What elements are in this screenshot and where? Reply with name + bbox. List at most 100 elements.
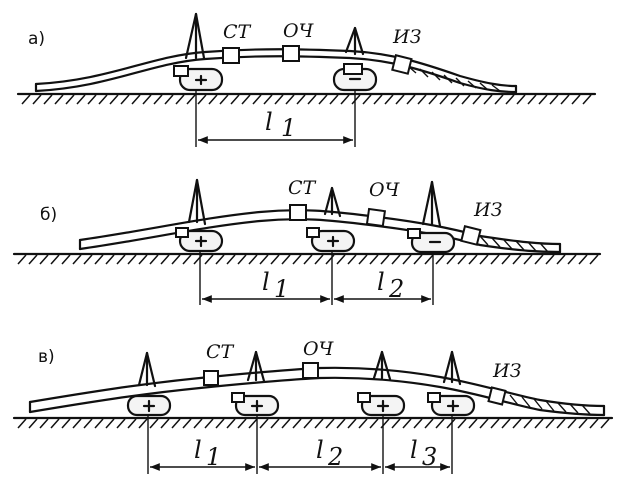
hatch-mark [358,418,368,429]
ground-line [16,92,597,105]
hatch-mark [248,418,258,429]
hatch-mark [402,418,412,429]
hatch-mark [457,254,467,265]
hatch-mark [116,418,126,429]
hatch-mark [248,254,258,265]
hatch-mark [472,94,482,105]
hatch-mark [28,254,38,265]
hatch-mark [479,254,489,265]
cleaning-machine [222,47,240,64]
cleaning-machine [289,204,307,221]
hatch-mark [490,254,500,265]
panel-c: в) [12,338,614,474]
hatch-mark [534,418,544,429]
dimension-l1: l 1 [147,415,258,474]
hatch-mark [230,94,240,105]
ground-hatching [21,94,592,105]
hatch-mark [589,254,599,265]
hatch-mark [292,254,302,265]
hatch-mark [138,254,148,265]
hatch-mark [65,94,75,105]
dimension-symbol: l [377,268,385,296]
dimension-subscript: 1 [281,114,296,142]
hatch-mark [307,94,317,105]
hatch-mark [556,418,566,429]
hatch-mark [303,254,313,265]
hatch-mark [43,94,53,105]
hatch-mark [270,254,280,265]
hatch-mark [589,418,599,429]
hatch-mark [424,418,434,429]
hatch-mark [197,94,207,105]
dimension-l1: l 1 [195,90,356,147]
hatch-mark [237,418,247,429]
pipelayer [175,178,224,253]
hatch-mark [32,94,42,105]
pipelayer [306,186,356,253]
hatch-mark [204,254,214,265]
hatch-mark [193,418,203,429]
hatch-mark [83,254,93,265]
hatch-mark [435,254,445,265]
hatch-mark [281,254,291,265]
hatch-mark [226,254,236,265]
insulation-wrap [509,394,591,415]
unit-label-iz: ИЗ [492,360,521,382]
hatch-mark [347,254,357,265]
hatch-mark [413,254,423,265]
insulation-machine [391,54,413,75]
hatch-mark [72,254,82,265]
hatch-mark [50,418,60,429]
hatch-mark [105,254,115,265]
pipeline [28,376,606,417]
hatch-mark [567,418,577,429]
hatch-mark [556,254,566,265]
hatch-mark [578,254,588,265]
hatch-mark [28,418,38,429]
hatch-mark [435,418,445,429]
insulation-machine [460,225,482,246]
hatch-mark [600,418,610,429]
hatch-mark [98,94,108,105]
hatch-mark [314,418,324,429]
hatch-mark [512,254,522,265]
hatch-mark [516,94,526,105]
hatch-mark [171,418,181,429]
hatch-mark [50,254,60,265]
dimension-l2: l 2 [334,252,434,305]
hatch-mark [505,94,515,105]
hatch-mark [175,94,185,105]
hatch-mark [439,94,449,105]
hatch-mark [450,94,460,105]
panel-a: а) [16,12,597,147]
hatch-mark [483,94,493,105]
pipelayer [173,12,224,92]
unit-label-st: СТ [223,21,252,43]
hatch-mark [369,418,379,429]
dimension-l3: l 3 [385,415,453,474]
hatch-mark [501,254,511,265]
panel-b-label: б) [40,205,57,225]
hatch-mark [523,254,533,265]
hatch-mark [413,418,423,429]
panel-a-label: а) [28,29,45,49]
hatch-mark [274,94,284,105]
hatch-mark [153,94,163,105]
hatch-mark [512,418,522,429]
panel-b: б) [12,177,602,305]
priming-machine [365,207,387,228]
unit-label-st: СТ [288,177,317,199]
hatch-mark [120,94,130,105]
hatch-mark [534,254,544,265]
hatch-mark [208,94,218,105]
dimension-subscript: 1 [274,275,289,303]
hatch-mark [329,94,339,105]
hatch-mark [395,94,405,105]
hatch-mark [39,254,49,265]
ground-line [12,416,614,429]
hatch-mark [461,94,471,105]
hatch-mark [369,254,379,265]
hatch-mark [17,418,27,429]
hatch-mark [127,418,137,429]
hatch-mark [87,94,97,105]
